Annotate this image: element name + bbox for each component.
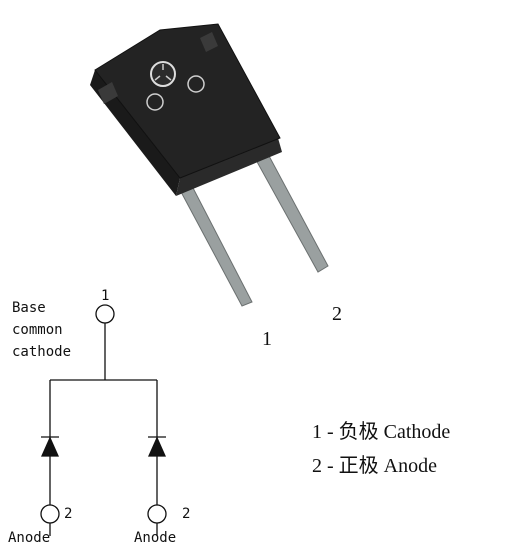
pin-legend: 1 - 负极 Cathode 2 - 正极 Anode	[312, 420, 450, 477]
terminal-2-left-number: 2	[64, 506, 72, 522]
mounting-hole-marks	[154, 64, 172, 81]
package-side	[90, 70, 180, 196]
legend-line-2: 2 - 正极 Anode	[312, 454, 437, 477]
to247-package: 1 2	[90, 23, 342, 350]
mounting-hole	[150, 61, 176, 87]
diode-left	[40, 436, 60, 457]
legend-line-1: 1 - 负极 Cathode	[312, 420, 450, 443]
anode-label-left: Anode	[8, 530, 50, 543]
terminal-1-number: 1	[101, 288, 109, 304]
schematic-labels: 1 Base common cathode 2 2 Anode Anode	[8, 288, 190, 543]
terminal-2-right-circle	[147, 504, 167, 524]
ejector-mark-1	[146, 93, 164, 111]
base-label-line-1: Base	[12, 300, 46, 316]
diode-right	[147, 436, 167, 457]
terminal-2-right-number: 2	[182, 506, 190, 522]
terminal-1-circle	[95, 304, 115, 324]
schematic	[40, 304, 167, 536]
base-label-line-3: cathode	[12, 344, 71, 360]
ejector-mark-2	[187, 75, 205, 93]
tab-notch-right	[200, 32, 218, 52]
tab-notch-left	[98, 82, 118, 104]
terminal-2-left-circle	[40, 504, 60, 524]
pin-label-2: 2	[332, 303, 342, 325]
lead-2	[255, 153, 329, 273]
pin-label-1: 1	[262, 328, 272, 350]
package-bottom-edge	[176, 138, 282, 196]
package-body	[94, 23, 281, 179]
anode-label-right: Anode	[134, 530, 176, 543]
lead-1	[179, 185, 253, 307]
base-label-line-2: common	[12, 322, 63, 338]
